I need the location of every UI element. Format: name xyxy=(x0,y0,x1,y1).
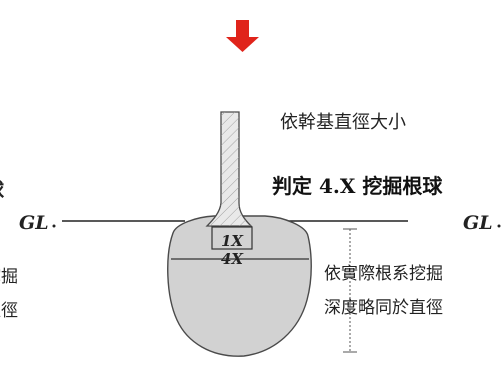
trunk-caption-line2: 判定 4.X 挖掘根球 xyxy=(272,174,443,198)
left-cut-line2: 直徑 xyxy=(0,301,18,321)
down-arrow-icon xyxy=(226,20,259,52)
left-cut-title-char: 球 xyxy=(0,174,20,203)
gl-center-left-dot xyxy=(52,224,56,228)
ratio-4x-label: 4X xyxy=(221,250,244,268)
trunk-hatching xyxy=(207,112,251,226)
root-ball xyxy=(167,215,312,357)
gl-label-right: GL xyxy=(463,212,493,234)
right-note-line1: 依實際根系挖掘 xyxy=(324,264,443,284)
trunk-caption-line1: 依幹基直徑大小 xyxy=(280,112,406,133)
gl-label-center-left: GL xyxy=(19,212,49,234)
ratio-1x-label: 1X xyxy=(221,232,244,250)
right-note-line2: 深度略同於直徑 xyxy=(324,298,443,318)
trunk-base-1x-box xyxy=(211,226,253,250)
gl-right-dot xyxy=(497,224,501,228)
left-cut-line1: 挖掘 xyxy=(0,267,18,287)
